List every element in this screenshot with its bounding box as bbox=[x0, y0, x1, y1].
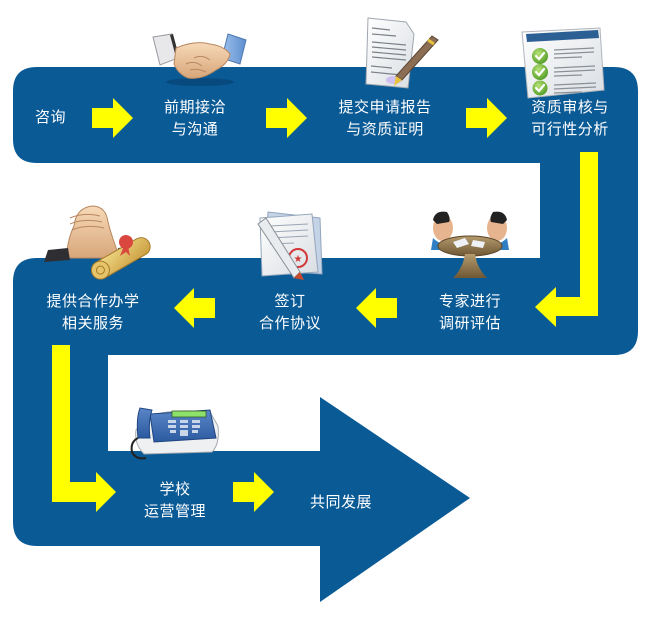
step-label-line: 前期接洽 bbox=[163, 98, 226, 116]
step-label-line: 与沟通 bbox=[171, 120, 219, 138]
step-common-development: 共同发展 bbox=[296, 491, 386, 513]
step-expert-evaluation: 专家进行 调研评估 bbox=[425, 290, 515, 334]
telephone-icon bbox=[130, 407, 219, 460]
flow-arrows bbox=[52, 98, 598, 512]
arrow-right-4 bbox=[233, 472, 274, 512]
step-label-line: 可行性分析 bbox=[531, 120, 609, 138]
band-path bbox=[13, 67, 638, 602]
step-label-line: 与资质证明 bbox=[346, 120, 424, 138]
step-label-line: 专家进行 bbox=[438, 292, 501, 310]
flow-band bbox=[13, 67, 638, 602]
step-sign-agreement: 签订 合作协议 bbox=[245, 290, 335, 334]
step-label-line: 共同发展 bbox=[309, 493, 372, 511]
svg-text:★: ★ bbox=[294, 254, 303, 265]
arrow-down-right-connector bbox=[52, 345, 116, 512]
step-consult: 咨询 bbox=[35, 106, 66, 128]
step-label-line: 资质审核与 bbox=[531, 98, 609, 116]
step-label-line: 签订 bbox=[274, 292, 306, 310]
step-label-line: 学校 bbox=[159, 480, 191, 498]
step-label-line: 合作协议 bbox=[258, 314, 321, 332]
arrow-right-2 bbox=[266, 98, 307, 138]
meeting-table-icon bbox=[431, 211, 509, 278]
arrow-right-3 bbox=[466, 98, 507, 138]
step-school-operation: 学校 运营管理 bbox=[130, 478, 220, 522]
step-provide-services: 提供合作办学 相关服务 bbox=[28, 290, 158, 334]
arrow-left-2 bbox=[174, 288, 215, 328]
step-submit-report: 提交申请报告 与资质证明 bbox=[320, 96, 450, 140]
handshake-icon bbox=[152, 33, 247, 86]
contract-seal-icon: ★ bbox=[257, 211, 323, 280]
step-label-line: 运营管理 bbox=[143, 502, 206, 520]
arrow-right-1 bbox=[92, 98, 133, 138]
step-label-line: 调研评估 bbox=[438, 314, 501, 332]
step-label-line: 相关服务 bbox=[61, 314, 124, 332]
arrow-down-left-connector bbox=[535, 152, 598, 327]
step-initial-contact: 前期接洽 与沟通 bbox=[155, 96, 235, 140]
checklist-icon bbox=[521, 27, 605, 99]
step-label-line: 咨询 bbox=[35, 108, 67, 126]
step-label-line: 提供合作办学 bbox=[46, 292, 140, 310]
step-qualification-review: 资质审核与 可行性分析 bbox=[515, 96, 625, 140]
step-label-line: 提交申请报告 bbox=[338, 98, 432, 116]
clasped-hands-diploma-icon bbox=[44, 205, 151, 280]
arrow-left-1 bbox=[356, 288, 397, 328]
document-pen-icon bbox=[365, 17, 439, 89]
